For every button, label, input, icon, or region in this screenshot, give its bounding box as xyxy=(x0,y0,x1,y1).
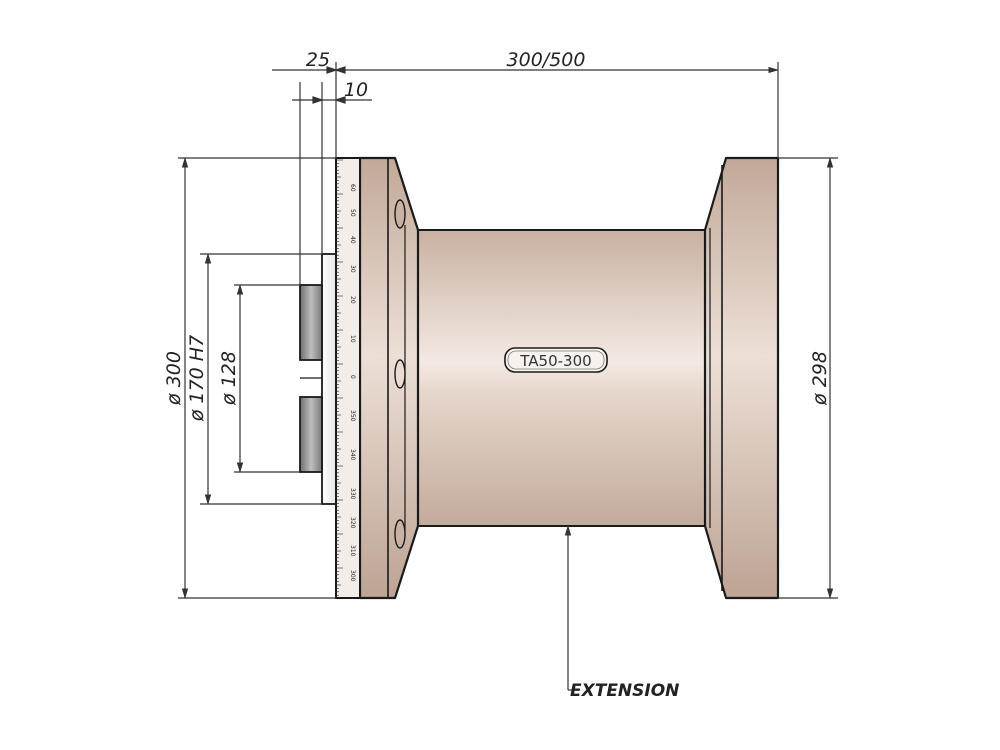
part-tag-plate xyxy=(504,347,608,373)
part-tag-inner xyxy=(507,350,605,370)
scale-label: 310 xyxy=(349,545,356,557)
dim-text-diameter-298: ø 298 xyxy=(809,351,831,406)
dim-arrow-25 xyxy=(326,66,338,74)
scale-label: 330 xyxy=(349,488,356,500)
scale-label: 10 xyxy=(349,335,356,343)
dim-text-diameter-170: ø 170 H7 xyxy=(186,335,208,422)
part-tag: TA50-300 xyxy=(519,352,591,370)
spigot-plate xyxy=(321,253,337,505)
scale-label: 320 xyxy=(349,517,356,529)
extension-part: 60 50 40 30 20 10 0 350 340 330 320 310 … xyxy=(299,156,780,600)
scale-label: 0 xyxy=(349,375,356,379)
scale-ticks xyxy=(336,159,343,596)
degree-scale xyxy=(335,157,361,599)
scale-label: 60 xyxy=(349,184,356,192)
dim-text-300-500: 300/500 xyxy=(507,49,586,71)
scale-label: 350 xyxy=(349,410,356,422)
right-flange xyxy=(703,156,780,600)
scale-label: 340 xyxy=(349,449,356,461)
spigot-block-upper xyxy=(299,284,323,361)
dim-arrow-10-a xyxy=(312,96,324,104)
scale-label: 20 xyxy=(349,296,356,304)
scale-numbers: 60 50 40 30 20 10 0 350 340 330 320 310 … xyxy=(349,184,356,582)
scale-label: 50 xyxy=(349,209,356,217)
dim-text-diameter-300: ø 300 xyxy=(163,351,185,406)
dim-arrow-300-left xyxy=(334,66,346,74)
scale-label: 40 xyxy=(349,236,356,244)
bolt-hole-top xyxy=(394,199,406,229)
tube-body xyxy=(409,229,706,527)
bolt-hole-middle xyxy=(394,359,406,389)
scale-label: 300 xyxy=(349,570,356,582)
bolt-hole-bottom xyxy=(394,519,406,549)
dim-text-10: 10 xyxy=(344,79,368,101)
left-flange xyxy=(358,156,420,600)
dim-text-25: 25 xyxy=(306,49,330,71)
spigot-block-lower xyxy=(299,396,323,473)
scale-label: 30 xyxy=(349,265,356,273)
callout-extension: EXTENSION xyxy=(570,681,679,701)
dim-arrow-10-b xyxy=(334,96,346,104)
dim-text-diameter-128: ø 128 xyxy=(218,351,240,406)
dimensions xyxy=(178,62,838,691)
